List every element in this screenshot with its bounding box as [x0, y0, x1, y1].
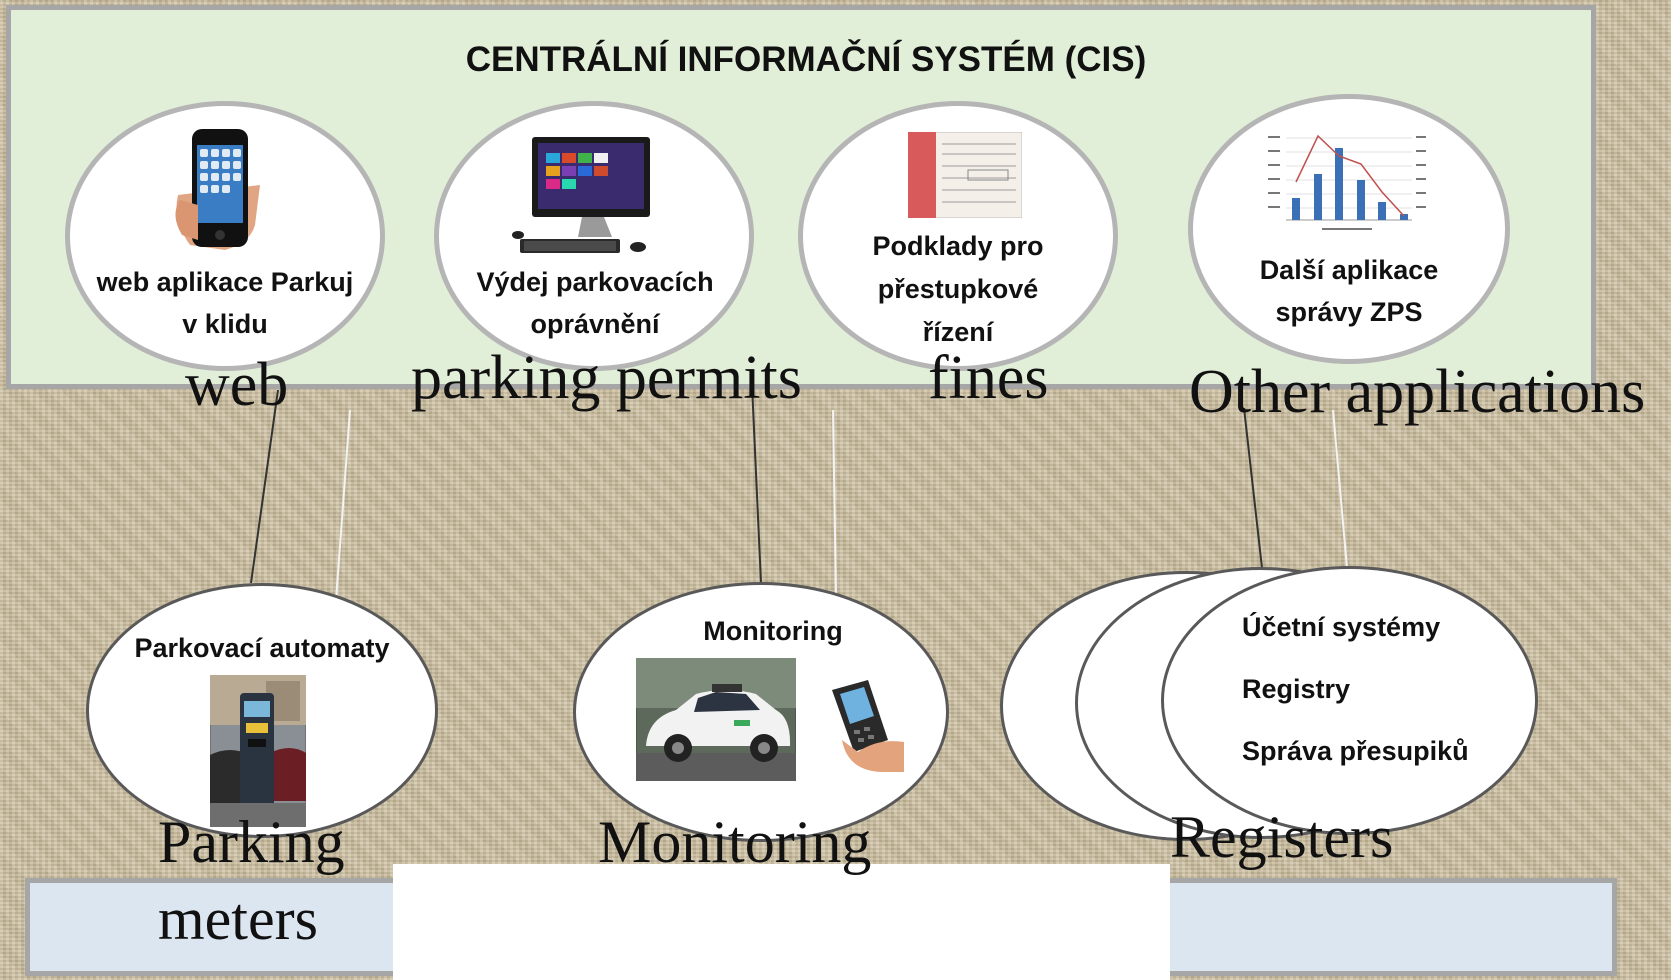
- connector-other-dark: [1243, 407, 1263, 569]
- handheld-terminal-photo: [832, 680, 904, 772]
- caption-web: web: [185, 351, 289, 419]
- bar-chart-icon: [1262, 130, 1432, 234]
- app-fines-line2: přestupkové: [877, 274, 1039, 305]
- registers-ellipse-front: [1161, 566, 1538, 835]
- caption-fines: fines: [928, 344, 1049, 412]
- app-fines-line3: řízení: [922, 317, 994, 348]
- document-form-icon: [908, 132, 1022, 218]
- connector-other-light: [1332, 409, 1348, 569]
- connector-permits-dark: [751, 384, 762, 584]
- registers-item-transfers: Správa přesupiků: [1242, 736, 1469, 766]
- smartphone-icon: [175, 129, 260, 250]
- caption-registers: Registers: [1170, 804, 1394, 870]
- connector-web-light: [335, 409, 351, 601]
- app-other-line2: správy ZPS: [1275, 296, 1423, 327]
- registers-item-accounting: Účetní systémy: [1242, 612, 1441, 642]
- app-permits-line1: Výdej parkovacích: [476, 267, 714, 297]
- app-fines-label: Podklady pro přestupkové řízení: [803, 225, 1113, 355]
- caption-parking-permits: parking permits: [411, 344, 802, 412]
- app-web-line2: v klidu: [182, 308, 268, 339]
- app-web-label: web aplikace Parkuj v klidu: [70, 262, 380, 346]
- app-permits-label: Výdej parkovacích oprávnění: [440, 262, 750, 346]
- monitoring-title: Monitoring: [703, 616, 843, 646]
- blank-overlay: [393, 864, 1170, 980]
- meters-title: Parkovací automaty: [134, 633, 390, 663]
- car-photo: [636, 658, 796, 781]
- caption-other-applications: Other applications: [1189, 358, 1646, 426]
- app-other-line1: Další aplikace: [1259, 255, 1439, 285]
- app-permits-line2: oprávnění: [530, 308, 660, 339]
- cis-title: CENTRÁLNÍ INFORMAČNÍ SYSTÉM (CIS): [465, 40, 1147, 79]
- caption-parking: Parking: [158, 809, 345, 875]
- parking-meter-photo: [210, 675, 306, 827]
- caption-monitoring: Monitoring: [598, 809, 872, 875]
- app-fines-line1: Podklady pro: [872, 231, 1044, 261]
- app-other-label: Další aplikace správy ZPS: [1194, 250, 1504, 334]
- desktop-computer-icon: [512, 137, 650, 253]
- caption-meters: meters: [158, 886, 318, 952]
- app-web-line1: web aplikace Parkuj: [96, 267, 354, 297]
- registers-item-registry: Registry: [1242, 674, 1351, 704]
- connector-permits-light: [832, 409, 837, 599]
